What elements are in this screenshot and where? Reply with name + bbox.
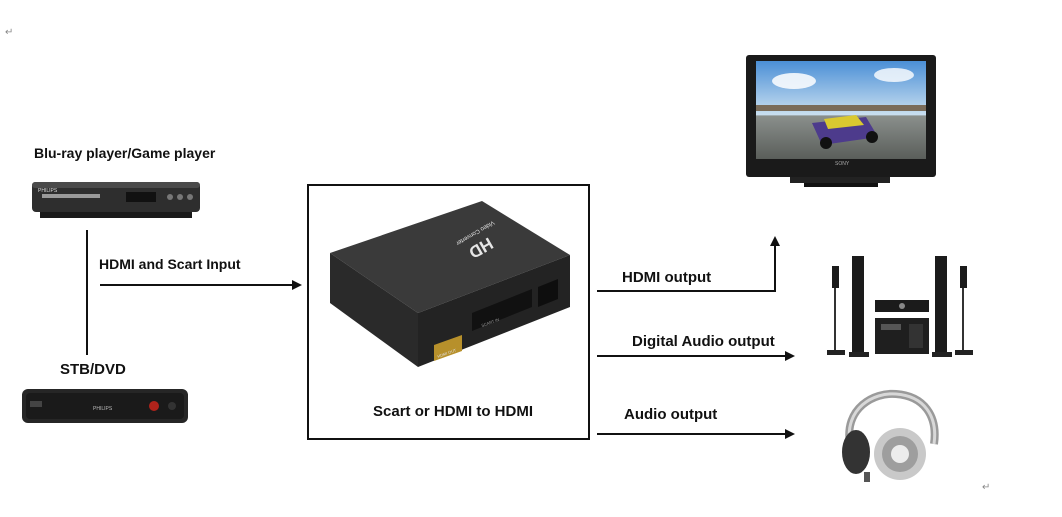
- return-mark-top: ↵: [5, 27, 14, 38]
- headphones-icon: [842, 389, 939, 482]
- return-mark-bottom: ↵: [982, 482, 991, 493]
- speaker-system-icon: [827, 256, 973, 357]
- stb-label: STB/DVD: [60, 361, 126, 378]
- stb-brand: PHILIPS: [93, 406, 113, 412]
- converter-device-icon: HD Video Converter HDMI OUT SCART IN: [330, 201, 570, 367]
- tv-icon: SONY: [746, 55, 936, 187]
- converter-label: Scart or HDMI to HDMI: [373, 403, 534, 420]
- converter-frame: [307, 184, 590, 440]
- tv-brand: SONY: [835, 161, 850, 167]
- converter-hdmi-port: HDMI OUT: [437, 347, 458, 359]
- stb-dvd-icon: PHILIPS: [22, 389, 188, 423]
- bluray-player-icon: PHILIPS: [32, 182, 200, 218]
- bluray-label: Blu-ray player/Game player: [34, 145, 216, 161]
- digital-audio-output-label: Digital Audio output: [632, 333, 775, 350]
- converter-scart-port: SCART IN: [481, 317, 500, 328]
- audio-output-label: Audio output: [624, 406, 718, 423]
- hdmi-output-arrow: [597, 236, 780, 292]
- hdmi-output-label: HDMI output: [622, 269, 712, 286]
- input-label: HDMI and Scart Input: [99, 256, 241, 272]
- bluray-brand: PHILIPS: [38, 188, 58, 194]
